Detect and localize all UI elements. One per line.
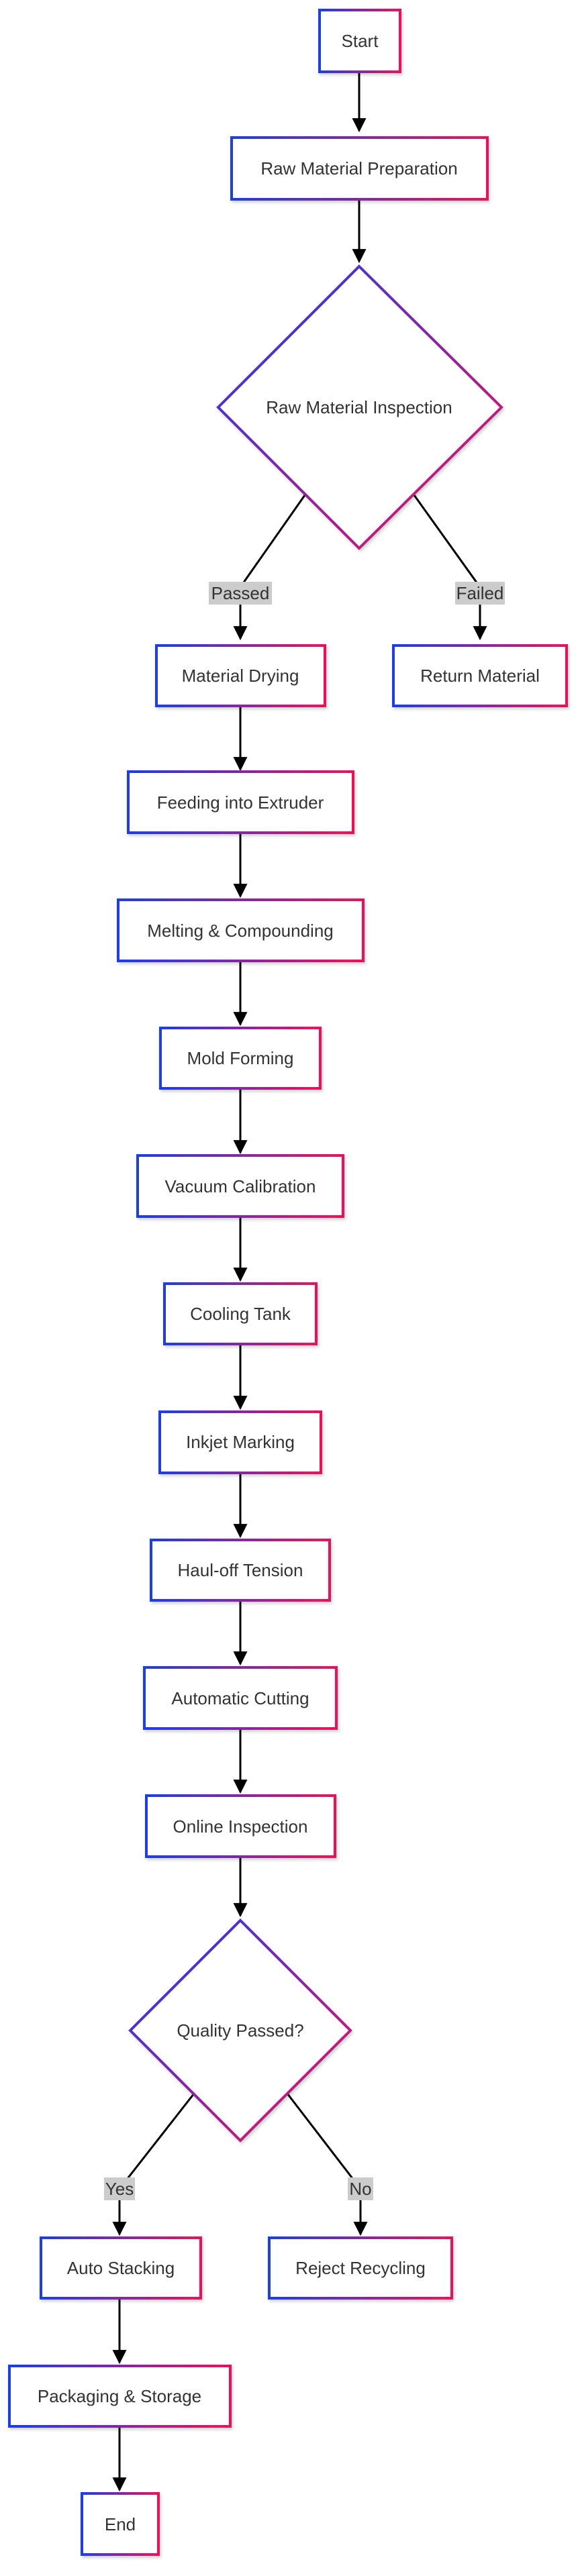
node-vacuum-calibration-label: Vacuum Calibration (165, 1176, 316, 1196)
node-online-inspection-label: Online Inspection (173, 1816, 308, 1837)
edge-label-failed: Failed (455, 582, 505, 605)
node-packaging-storage-label: Packaging & Storage (38, 2386, 201, 2406)
node-automatic-cutting: Automatic Cutting (143, 1666, 338, 1730)
node-raw-material-inspection-label: Raw Material Inspection (266, 397, 452, 417)
edge-quality-yes (112, 2093, 195, 2236)
edge-label-yes-text: Yes (105, 2179, 134, 2199)
node-return-material: Return Material (392, 644, 568, 707)
edge-label-passed: Passed (209, 582, 272, 605)
node-raw-material-inspection: Raw Material Inspection (216, 264, 503, 550)
node-cooling-tank: Cooling Tank (163, 1282, 318, 1345)
node-mold-forming-label: Mold Forming (187, 1048, 294, 1068)
node-raw-material-preparation-label: Raw Material Preparation (260, 158, 457, 178)
edge-inspection-passed (233, 495, 306, 641)
node-reject-recycling: Reject Recycling (268, 2236, 453, 2300)
node-reject-recycling-label: Reject Recycling (295, 2258, 426, 2278)
node-inkjet-marking-label: Inkjet Marking (186, 1432, 295, 1452)
node-material-drying: Material Drying (155, 644, 326, 707)
node-mold-forming: Mold Forming (159, 1027, 322, 1090)
node-inkjet-marking: Inkjet Marking (158, 1410, 322, 1474)
node-material-drying-label: Material Drying (182, 666, 299, 686)
edge-label-no-text: No (349, 2179, 371, 2199)
node-haul-off-tension-label: Haul-off Tension (178, 1560, 303, 1580)
node-online-inspection: Online Inspection (145, 1794, 336, 1858)
node-quality-passed: Quality Passed? (128, 1918, 352, 2143)
edge-label-yes: Yes (104, 2177, 135, 2200)
node-start: Start (318, 9, 401, 73)
node-auto-stacking: Auto Stacking (40, 2236, 202, 2300)
edge-label-failed-text: Failed (456, 583, 504, 603)
node-end-label: End (105, 2514, 136, 2534)
node-raw-material-preparation: Raw Material Preparation (230, 136, 489, 201)
edges (112, 72, 487, 2492)
node-vacuum-calibration: Vacuum Calibration (136, 1154, 344, 1218)
node-auto-stacking-label: Auto Stacking (67, 2258, 175, 2278)
edge-label-passed-text: Passed (211, 583, 270, 603)
node-haul-off-tension: Haul-off Tension (150, 1539, 331, 1602)
edge-quality-no (286, 2093, 368, 2236)
node-return-material-label: Return Material (420, 666, 540, 686)
node-quality-passed-label: Quality Passed? (177, 2020, 303, 2041)
node-start-label: Start (342, 31, 379, 51)
node-packaging-storage: Packaging & Storage (8, 2365, 232, 2428)
node-cooling-tank-label: Cooling Tank (190, 1304, 291, 1324)
node-automatic-cutting-label: Automatic Cutting (171, 1688, 309, 1708)
node-melting-compounding-label: Melting & Compounding (147, 921, 334, 941)
edge-inspection-failed (413, 495, 487, 641)
node-feeding-into-extruder-label: Feeding into Extruder (157, 792, 324, 813)
edge-label-no: No (348, 2177, 373, 2200)
node-end: End (81, 2492, 160, 2556)
node-melting-compounding: Melting & Compounding (117, 898, 365, 962)
node-feeding-into-extruder: Feeding into Extruder (127, 770, 354, 834)
